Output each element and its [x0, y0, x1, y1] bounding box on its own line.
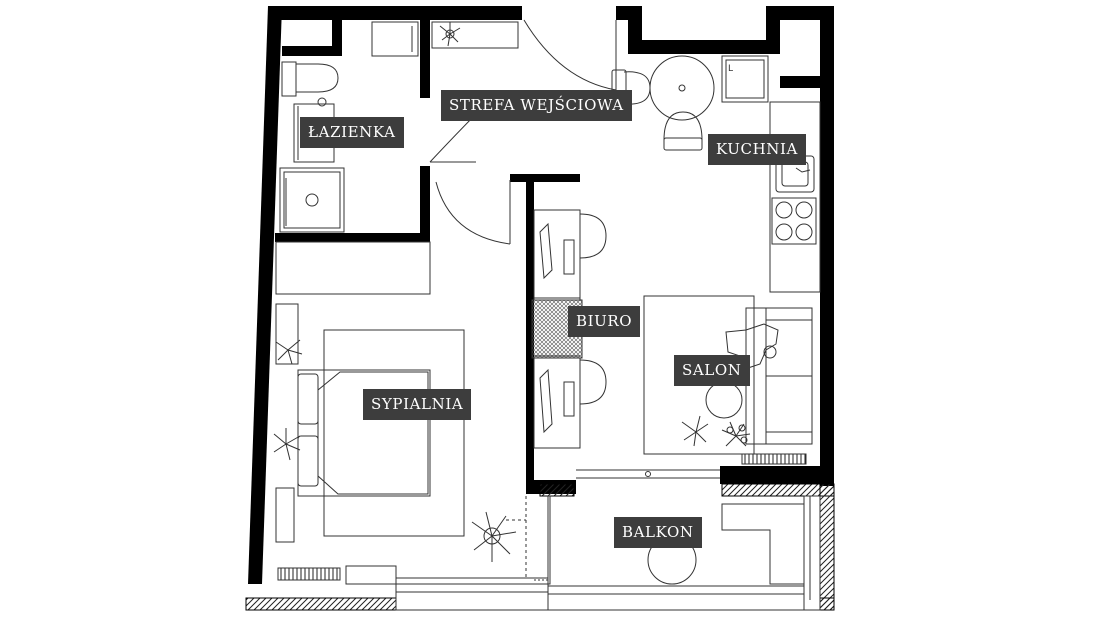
door-swing-icon: [435, 181, 511, 245]
bedroom: [273, 241, 527, 581]
room-label-sypialnia: SYPIALNIA: [363, 389, 472, 420]
coffee-table-icon: [705, 381, 743, 419]
exterior-wall-top-left: [268, 6, 522, 20]
shower-icon: [279, 167, 345, 233]
balcony: [534, 469, 805, 585]
balcony-lounger: [721, 503, 805, 585]
partition-wall: [526, 174, 534, 494]
room-label-balkon: BALKON: [614, 517, 702, 548]
room-label-salon: SALON: [674, 355, 750, 386]
chair-icon: [579, 213, 607, 259]
living-room: [643, 295, 813, 465]
chair-icon: [579, 359, 607, 405]
stove-icon: [771, 197, 817, 245]
dining-table-icon: [649, 55, 715, 121]
niche-wall-side: [332, 20, 342, 56]
nightstand-icon: [275, 303, 299, 365]
plant-icon: [275, 339, 303, 365]
plant-icon: [273, 428, 301, 461]
room-label-strefa-wejsciowa: STREFA WEJŚCIOWA: [441, 90, 632, 121]
bed-icon: [297, 369, 431, 497]
bed-rug: [323, 329, 465, 537]
corner-pillar: [780, 76, 834, 88]
plant-icon: [681, 415, 709, 447]
fridge-icon: [721, 55, 769, 103]
room-label-lazienka: ŁAZIENKA: [300, 117, 404, 148]
toilet-icon: [295, 63, 339, 93]
radiator-icon: [741, 453, 807, 465]
radiator-icon: [277, 567, 341, 581]
plant-icon: [439, 22, 461, 47]
exterior-wall-right: [820, 6, 834, 486]
exterior-wall-left: [248, 6, 282, 584]
sink-icon: [317, 97, 327, 107]
niche-wall: [282, 46, 342, 56]
partition-top: [510, 174, 580, 182]
plant-icon: [721, 421, 751, 447]
exterior-wall-top-right-b: [766, 6, 834, 20]
bathroom-wall-upper: [420, 20, 430, 98]
exterior-wall-notch-bottom: [628, 40, 780, 54]
balcony-structure: [245, 483, 835, 611]
desk-icon: [533, 209, 581, 301]
wardrobe-icon: [275, 241, 431, 295]
bathroom-wall-bottom: [275, 233, 430, 242]
fridge-mark: L: [728, 64, 733, 74]
room-label-kuchnia: KUCHNIA: [708, 134, 806, 165]
door-swing-icon: [523, 19, 617, 91]
entry-cabinet: [431, 21, 519, 49]
bathroom: [279, 21, 419, 233]
bathroom-cabinet: [371, 21, 419, 57]
entry-zone: [429, 19, 617, 245]
living-rug: [643, 295, 755, 455]
kitchen: L: [611, 55, 821, 293]
bathroom-wall-lower: [420, 166, 430, 242]
balcony-wall-right: [720, 466, 834, 484]
kitchen-counter: [769, 101, 821, 293]
armchair-person-icon: [725, 323, 779, 369]
plant-icon: [471, 511, 517, 562]
chair-icon: [663, 111, 703, 151]
room-label-biuro: BIURO: [568, 306, 641, 337]
